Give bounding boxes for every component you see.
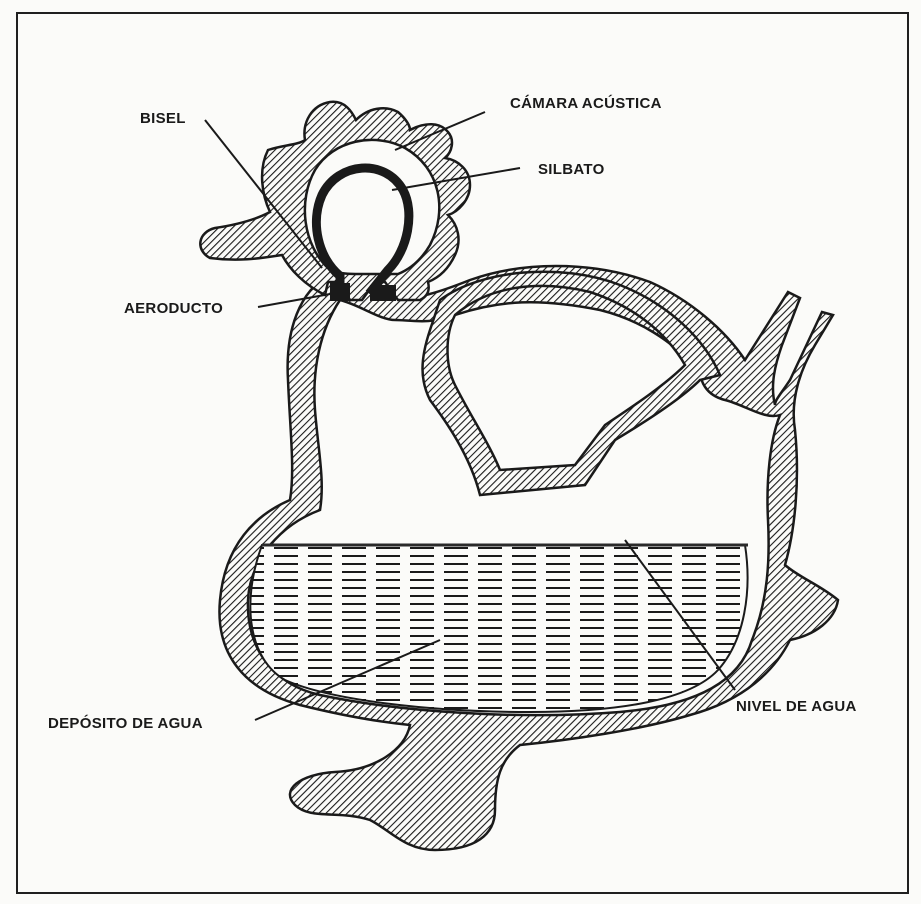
label-camara-acustica: CÁMARA ACÚSTICA (510, 94, 662, 112)
label-silbato: SILBATO (538, 161, 605, 178)
label-bisel: BISEL (140, 110, 186, 127)
label-deposito-de-agua: DEPÓSITO DE AGUA (48, 714, 203, 732)
label-nivel-de-agua: NIVEL DE AGUA (736, 698, 857, 715)
label-aeroducto: AERODUCTO (124, 300, 223, 317)
water-reservoir (250, 545, 748, 712)
